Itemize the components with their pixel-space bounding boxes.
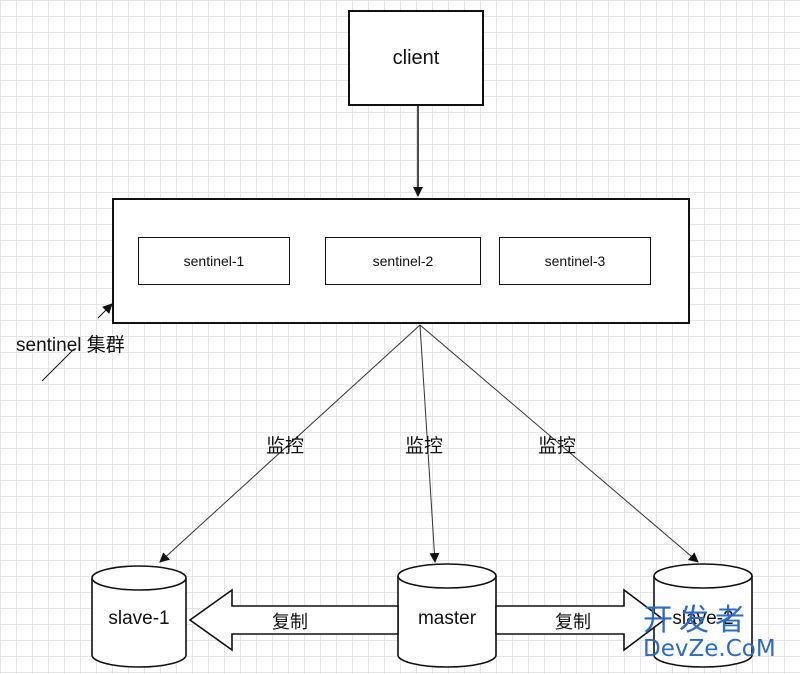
sentinel-2-box: sentinel-2 — [325, 237, 481, 285]
monitor-label-master: 监控 — [405, 436, 444, 457]
monitor-arrow-slave2 — [419, 324, 699, 563]
client-box: client — [348, 10, 484, 106]
cluster-label-dash — [41, 348, 75, 382]
slave1-label: slave-1 — [108, 608, 170, 629]
slave2-cylinder — [653, 563, 753, 668]
replication-arrow-right — [495, 588, 666, 652]
replication-label-left: 复制 — [272, 612, 308, 632]
slave1-cylinder — [91, 565, 187, 668]
master-label: master — [417, 608, 477, 629]
sentinel-3-label: sentinel-3 — [544, 253, 606, 269]
master-cylinder — [397, 563, 497, 668]
slave2-label: slave-2 — [672, 608, 734, 629]
client-label: client — [392, 46, 440, 69]
watermark-cn: 开发者 — [643, 603, 751, 638]
replication-label-right: 复制 — [555, 612, 591, 632]
sentinel-1-label: sentinel-1 — [183, 253, 245, 269]
sentinel-1-box: sentinel-1 — [138, 237, 290, 285]
monitor-label-slave2: 监控 — [538, 436, 577, 457]
cluster-label-pointer — [97, 303, 113, 319]
sentinel-cluster-label: sentinel 集群 — [16, 335, 125, 356]
replication-arrow-left — [188, 588, 399, 652]
watermark-en: DevZe.CoM — [643, 636, 776, 662]
monitor-arrow-slave1 — [159, 324, 421, 563]
sentinel-2-label: sentinel-2 — [372, 253, 434, 269]
monitor-label-slave1: 监控 — [266, 436, 305, 457]
sentinel-3-box: sentinel-3 — [499, 237, 651, 285]
watermark-logo: 开发者 DevZe.CoM — [643, 606, 793, 661]
monitor-arrow-master — [419, 324, 440, 563]
